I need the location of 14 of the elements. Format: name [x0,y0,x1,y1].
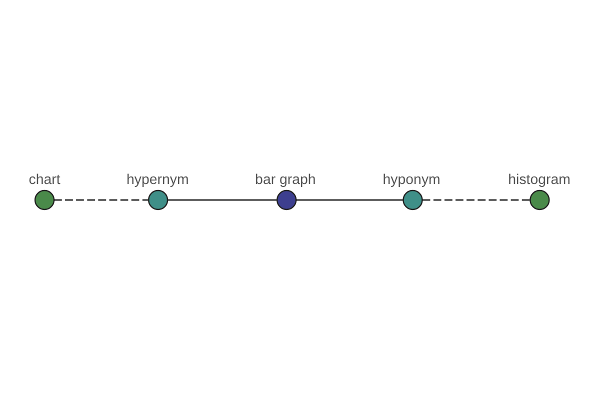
node-circle [34,190,55,210]
node-circle [148,190,168,210]
node-circle [530,190,550,210]
node-label: chart [28,172,60,188]
node-label: hypernym [126,172,189,188]
node-circle [402,190,423,210]
connector [168,199,277,201]
connector [54,199,148,201]
node-label: histogram [508,172,570,188]
node-circle [276,190,297,210]
connector [422,199,530,201]
connector [296,199,403,201]
node-label: bar graph [255,172,316,188]
node-label: hyponym [382,172,440,188]
